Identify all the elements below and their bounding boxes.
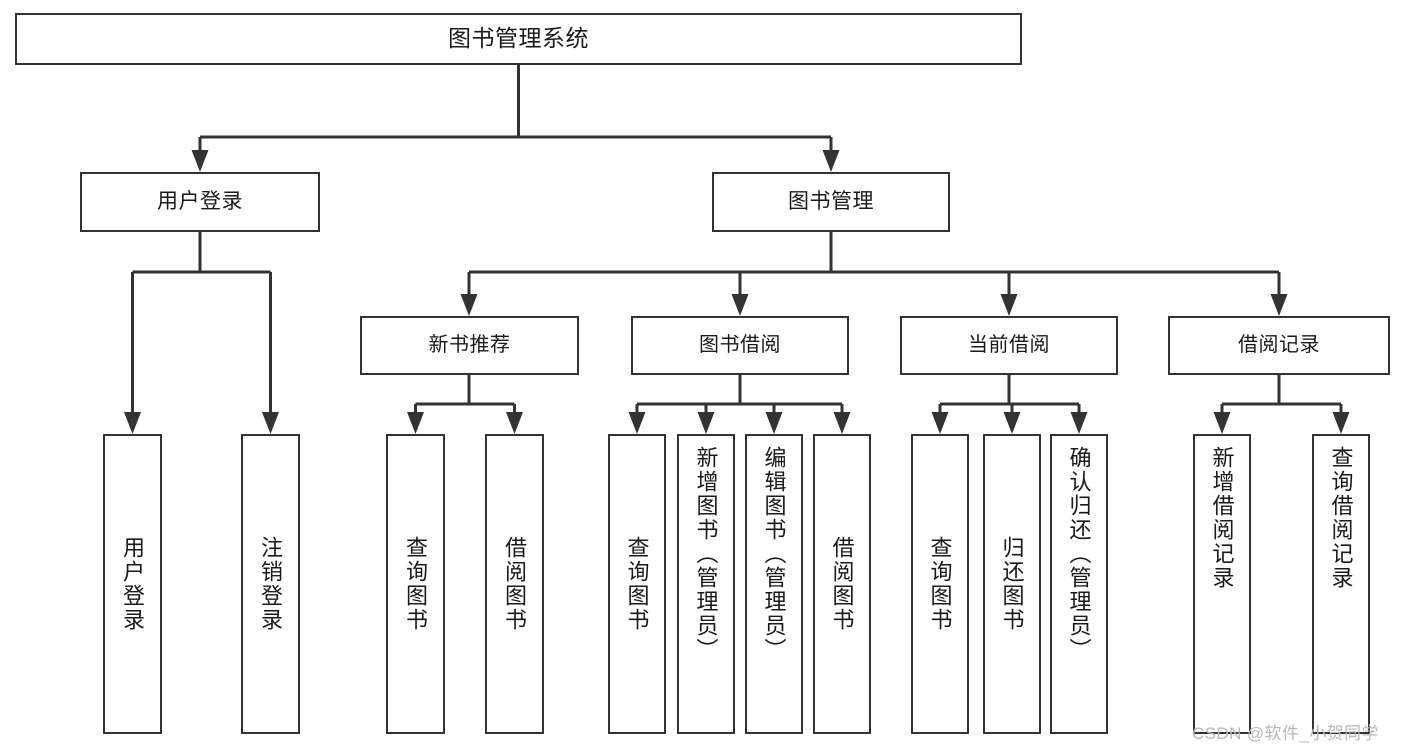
leaf-node-借阅图书-3[interactable]: 借阅图书 bbox=[485, 434, 544, 734]
level1-node-用户登录[interactable]: 用户登录 bbox=[80, 172, 320, 232]
level2-node-新书推荐-label: 新书推荐 bbox=[428, 333, 511, 356]
arrow-bb-query bbox=[628, 412, 646, 434]
leaf-node-查询借阅记录-12[interactable]: 查询借阅记录 bbox=[1312, 434, 1370, 734]
arrow-to-new-book bbox=[460, 294, 478, 316]
level2-node-当前借阅[interactable]: 当前借阅 bbox=[900, 316, 1118, 375]
root-node[interactable]: 图书管理系统 bbox=[15, 13, 1022, 65]
level2-node-图书借阅[interactable]: 图书借阅 bbox=[631, 316, 849, 375]
leaf-node-查询借阅记录-label: 查询借阅记录 bbox=[1328, 446, 1354, 590]
arrow-cb-confirm bbox=[1070, 412, 1088, 434]
arrow-to-user-login bbox=[191, 150, 209, 172]
leaf-node-注销登录-1[interactable]: 注销登录 bbox=[241, 434, 300, 734]
leaf-node-借阅图书-7[interactable]: 借阅图书 bbox=[813, 434, 871, 734]
level2-node-当前借阅-label: 当前借阅 bbox=[968, 333, 1050, 356]
level1-node-用户登录-label: 用户登录 bbox=[157, 189, 243, 213]
arrow-nb-borrow bbox=[506, 412, 523, 434]
level2-node-借阅记录[interactable]: 借阅记录 bbox=[1168, 316, 1390, 375]
leaf-node-用户登录-0[interactable]: 用户登录 bbox=[103, 434, 162, 734]
leaf-node-确认归还管理员-10[interactable]: 确认归还（管理员） bbox=[1050, 434, 1108, 734]
arrow-to-book-manage bbox=[822, 150, 840, 172]
leaf-node-归还图书-9[interactable]: 归还图书 bbox=[983, 434, 1041, 734]
arrow-heads bbox=[124, 150, 1350, 434]
leaf-node-借阅图书-label: 借阅图书 bbox=[502, 536, 528, 632]
level1-node-图书管理[interactable]: 图书管理 bbox=[712, 172, 950, 232]
leaf-node-查询图书-label: 查询图书 bbox=[624, 536, 650, 632]
leaf-node-用户登录-label: 用户登录 bbox=[120, 536, 146, 632]
level2-node-借阅记录-label: 借阅记录 bbox=[1238, 333, 1320, 356]
leaf-node-新增图书管理员-5[interactable]: 新增图书（管理员） bbox=[677, 434, 735, 734]
leaf-node-查询图书-4[interactable]: 查询图书 bbox=[608, 434, 666, 734]
leaf-node-查询图书-label: 查询图书 bbox=[403, 536, 429, 632]
leaf-node-查询图书-2[interactable]: 查询图书 bbox=[386, 434, 445, 734]
arrow-nb-query bbox=[407, 412, 424, 434]
level1-node-图书管理-label: 图书管理 bbox=[788, 189, 874, 213]
leaf-node-注销登录-label: 注销登录 bbox=[258, 536, 284, 632]
arrow-br-query bbox=[1332, 412, 1350, 434]
leaf-node-编辑图书管理员-label: 编辑图书（管理员） bbox=[761, 446, 787, 662]
leaf-node-确认归还管理员-label: 确认归还（管理员） bbox=[1066, 446, 1092, 662]
arrow-to-borrow-record bbox=[1270, 294, 1288, 316]
arrow-to-leaf-logout bbox=[262, 412, 279, 434]
arrow-bb-add bbox=[697, 412, 715, 434]
arrow-to-current-borrow bbox=[1000, 294, 1018, 316]
leaf-node-归还图书-label: 归还图书 bbox=[999, 536, 1025, 632]
arrow-bb-edit bbox=[765, 412, 783, 434]
leaf-node-查询图书-8[interactable]: 查询图书 bbox=[911, 434, 969, 734]
leaf-node-编辑图书管理员-6[interactable]: 编辑图书（管理员） bbox=[745, 434, 803, 734]
arrow-cb-return bbox=[1003, 412, 1021, 434]
arrow-bb-borrow bbox=[833, 412, 851, 434]
level2-node-图书借阅-label: 图书借阅 bbox=[699, 333, 781, 356]
leaf-node-新增借阅记录-label: 新增借阅记录 bbox=[1209, 446, 1235, 590]
level2-node-新书推荐[interactable]: 新书推荐 bbox=[360, 316, 579, 375]
arrow-br-add bbox=[1213, 412, 1231, 434]
leaf-node-新增图书管理员-label: 新增图书（管理员） bbox=[693, 446, 719, 662]
arrow-to-leaf-user-login bbox=[124, 412, 141, 434]
arrow-cb-query bbox=[931, 412, 949, 434]
arrow-to-book-borrow bbox=[731, 294, 749, 316]
leaf-node-借阅图书-label: 借阅图书 bbox=[829, 536, 855, 632]
leaf-node-查询图书-label: 查询图书 bbox=[927, 536, 953, 632]
leaf-node-新增借阅记录-11[interactable]: 新增借阅记录 bbox=[1193, 434, 1251, 734]
root-node-label: 图书管理系统 bbox=[448, 25, 589, 52]
